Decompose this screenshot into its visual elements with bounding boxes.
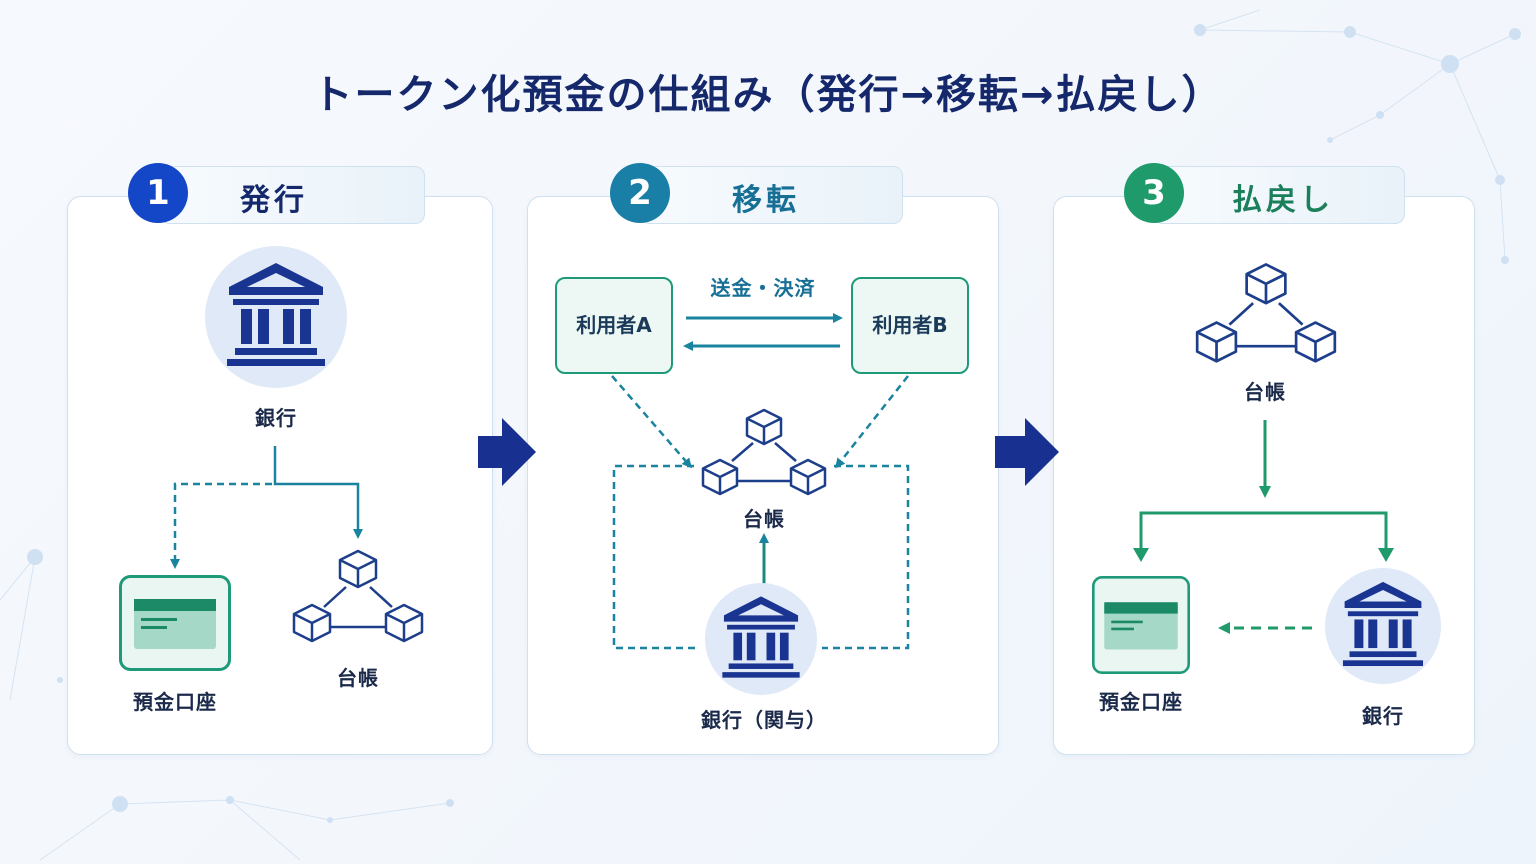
page-title: トークン化預金の仕組み（発行→移転→払戻し） (312, 72, 1224, 118)
bank-involved-label: 銀行（関与） (701, 708, 827, 732)
user-b-node: 利用者B (851, 277, 969, 374)
step-1-tab (160, 166, 425, 224)
step-3-badge: 3 (1124, 163, 1184, 223)
step-2-title: 移転 (732, 183, 800, 218)
deposit-account-label: 預金口座 (1099, 690, 1183, 714)
ledger-label: 台帳 (743, 507, 785, 531)
deposit-account-label: 預金口座 (133, 690, 217, 714)
user-a-node: 利用者A (555, 277, 673, 374)
bank-icon (1325, 568, 1441, 684)
step-2-badge: 2 (610, 163, 670, 223)
step-1-title: 発行 (240, 183, 308, 218)
ledger-label: 台帳 (337, 666, 379, 690)
transfer-label: 送金・決済 (710, 276, 816, 300)
ledger-label: 台帳 (1244, 380, 1286, 404)
ledger-blocks-icon (1195, 263, 1337, 363)
step-3-tab (1153, 166, 1405, 224)
ledger-blocks-icon (292, 549, 424, 643)
deposit-card-icon (119, 575, 231, 671)
bank-label: 銀行 (1362, 704, 1404, 728)
bank-icon (705, 583, 817, 695)
ledger-blocks-icon (701, 408, 827, 496)
step-3-title: 払戻し (1232, 183, 1334, 218)
deposit-card-icon (1092, 576, 1190, 674)
step-1-badge: 1 (128, 163, 188, 223)
bank-label: 銀行 (255, 406, 297, 430)
step-2-tab (640, 166, 903, 224)
bank-icon (205, 246, 347, 388)
